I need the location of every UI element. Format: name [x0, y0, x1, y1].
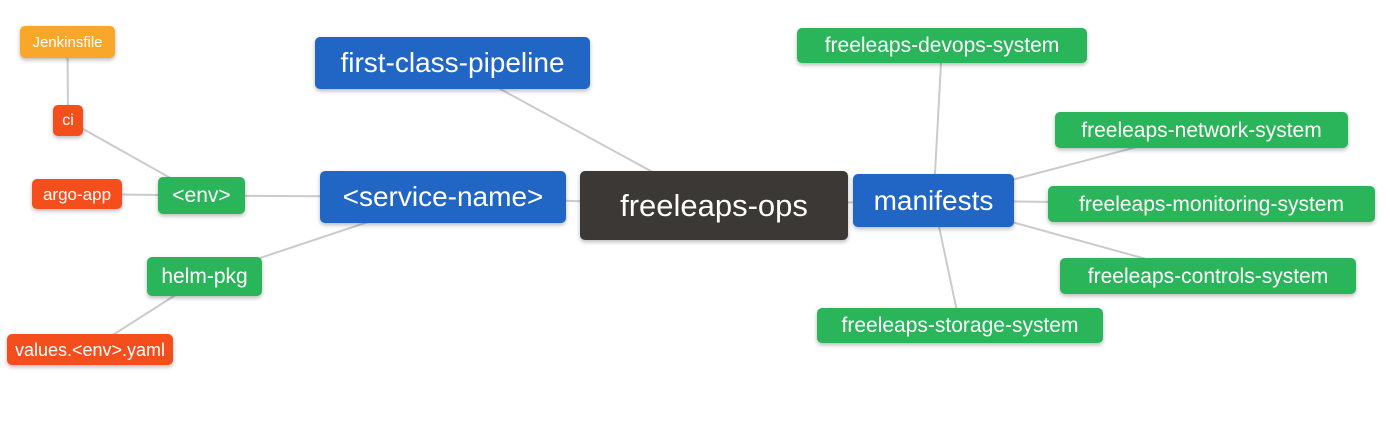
node-freeleaps-storage-system[interactable]: freeleaps-storage-system [817, 308, 1103, 343]
node-helm-pkg[interactable]: helm-pkg [147, 257, 262, 296]
node-ci[interactable]: ci [53, 105, 83, 136]
node-manifests[interactable]: manifests [853, 174, 1014, 227]
node-freeleaps-network-system[interactable]: freeleaps-network-system [1055, 112, 1348, 148]
node-service-name[interactable]: <service-name> [320, 171, 566, 223]
node-env[interactable]: <env> [158, 177, 245, 214]
node-values-env-yaml[interactable]: values.<env>.yaml [7, 334, 173, 365]
node-first-class-pipeline[interactable]: first-class-pipeline [315, 37, 590, 89]
node-freeleaps-devops-system[interactable]: freeleaps-devops-system [797, 28, 1087, 63]
node-freeleaps-monitoring-system[interactable]: freeleaps-monitoring-system [1048, 186, 1375, 222]
node-freeleaps-ops[interactable]: freeleaps-ops [580, 171, 848, 240]
node-jenkinsfile[interactable]: Jenkinsfile [20, 26, 115, 58]
node-freeleaps-controls-system[interactable]: freeleaps-controls-system [1060, 258, 1356, 294]
node-argo-app[interactable]: argo-app [32, 179, 122, 209]
